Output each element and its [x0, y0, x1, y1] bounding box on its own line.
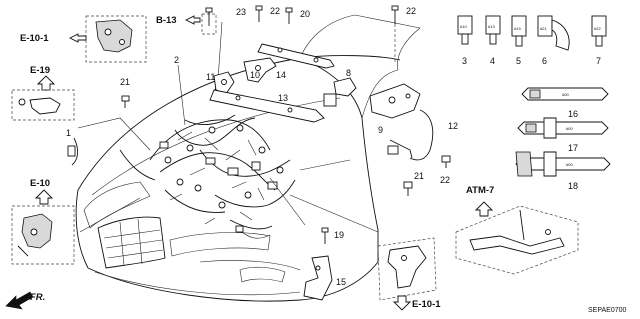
car-body-outline: [75, 14, 421, 302]
callout-5: 5: [516, 56, 521, 66]
callout-1: 1: [66, 128, 71, 138]
part-9-bracket: [369, 83, 421, 119]
callout-4: 4: [490, 56, 495, 66]
ref-e10-1-top[interactable]: E-10-1: [20, 33, 49, 44]
clip-6: #21: [537, 15, 570, 51]
callout-13: 13: [278, 93, 288, 103]
part-8-clip: [323, 77, 357, 107]
part-10-bracket: [243, 57, 277, 83]
part-12-harness: [387, 109, 434, 161]
svg-text:#21: #21: [540, 26, 547, 31]
ref-e19-group: E-19: [11, 65, 75, 121]
callout-8: 8: [346, 68, 351, 78]
callout-16: 16: [568, 109, 578, 119]
callout-11: 11: [206, 72, 215, 82]
part-14-rail: [257, 43, 335, 69]
callout-12: 12: [448, 121, 458, 131]
svg-text:#19: #19: [514, 26, 521, 31]
clip-5: #19: [511, 15, 527, 47]
svg-text:#00: #00: [566, 162, 573, 167]
callout-10: 10: [250, 70, 260, 80]
callout-22-top: 22: [270, 6, 280, 16]
svg-text:#00: #00: [562, 92, 569, 97]
front-label: FR.: [30, 292, 45, 303]
callout-7: 7: [596, 56, 601, 66]
band-clip-18: #00: [515, 151, 611, 177]
ref-atm7-group: ATM-7: [455, 185, 579, 275]
lower-bracket: E-10-1: [377, 237, 441, 311]
ref-atm7[interactable]: ATM-7: [466, 185, 494, 196]
callout-numbers: 1 2 3 4 5 6 7 8 9 10 11 12 13 14 15 16 1…: [66, 6, 601, 287]
svg-text:#10: #10: [460, 24, 467, 29]
callout-22-middle: 22: [440, 175, 450, 185]
bolt-22-upper: [391, 5, 399, 62]
svg-text:#13: #13: [488, 24, 495, 29]
engine-wire-harness: [119, 114, 296, 239]
svg-text:#22: #22: [594, 26, 601, 31]
clip-3: #10: [457, 15, 473, 45]
part-15-bracket: [303, 227, 333, 301]
band-clip-16: #00: [521, 87, 609, 101]
diagram-code: SEPAE0700: [588, 307, 627, 314]
leader-lines: [77, 21, 379, 233]
callout-21-right: 21: [414, 171, 424, 181]
svg-text:#00: #00: [566, 126, 573, 131]
ref-e19[interactable]: E-19: [30, 65, 50, 76]
ref-e10[interactable]: E-10: [30, 178, 50, 189]
arrow-up-icon: [474, 201, 494, 217]
band-clip-17: #00: [517, 117, 609, 139]
arrow-right-icon: [68, 33, 87, 43]
callout-19: 19: [334, 230, 344, 240]
front-arrow-icon: [5, 291, 34, 310]
callout-3: 3: [462, 56, 467, 66]
callout-9: 9: [378, 125, 383, 135]
callout-22-right: 22: [406, 6, 416, 16]
bolt-21-left: [121, 95, 130, 108]
callout-2: 2: [174, 55, 179, 65]
callout-17: 17: [568, 143, 578, 153]
callout-14: 14: [276, 70, 286, 80]
part-1-connector: [67, 137, 79, 166]
middle-right-fasteners: [403, 155, 451, 196]
ref-e10-1-bottom[interactable]: E-10-1: [412, 299, 441, 310]
arrow-right-icon: [184, 15, 201, 25]
part-11-bracket: [213, 71, 235, 95]
ref-b13-group: B-13: [156, 7, 217, 35]
arrow-up-icon: [34, 189, 54, 205]
callout-21-left: 21: [120, 77, 130, 87]
top-bolts: [255, 5, 293, 24]
front-direction-arrow: FR.: [5, 291, 45, 310]
arrow-down-icon: [392, 295, 412, 311]
arrow-up-icon: [36, 75, 56, 91]
ref-b13[interactable]: B-13: [156, 15, 177, 26]
callout-20: 20: [300, 9, 310, 19]
clip-4: #13: [485, 15, 501, 45]
callout-15: 15: [336, 277, 346, 287]
callout-6: 6: [542, 56, 547, 66]
clip-7: #22: [591, 15, 607, 47]
ref-e10-group: E-10: [11, 178, 75, 265]
part-13-rail: [209, 89, 325, 123]
callout-18: 18: [568, 181, 578, 191]
callout-23: 23: [236, 7, 246, 17]
ref-e10-1-top-group: E-10-1: [20, 15, 147, 63]
